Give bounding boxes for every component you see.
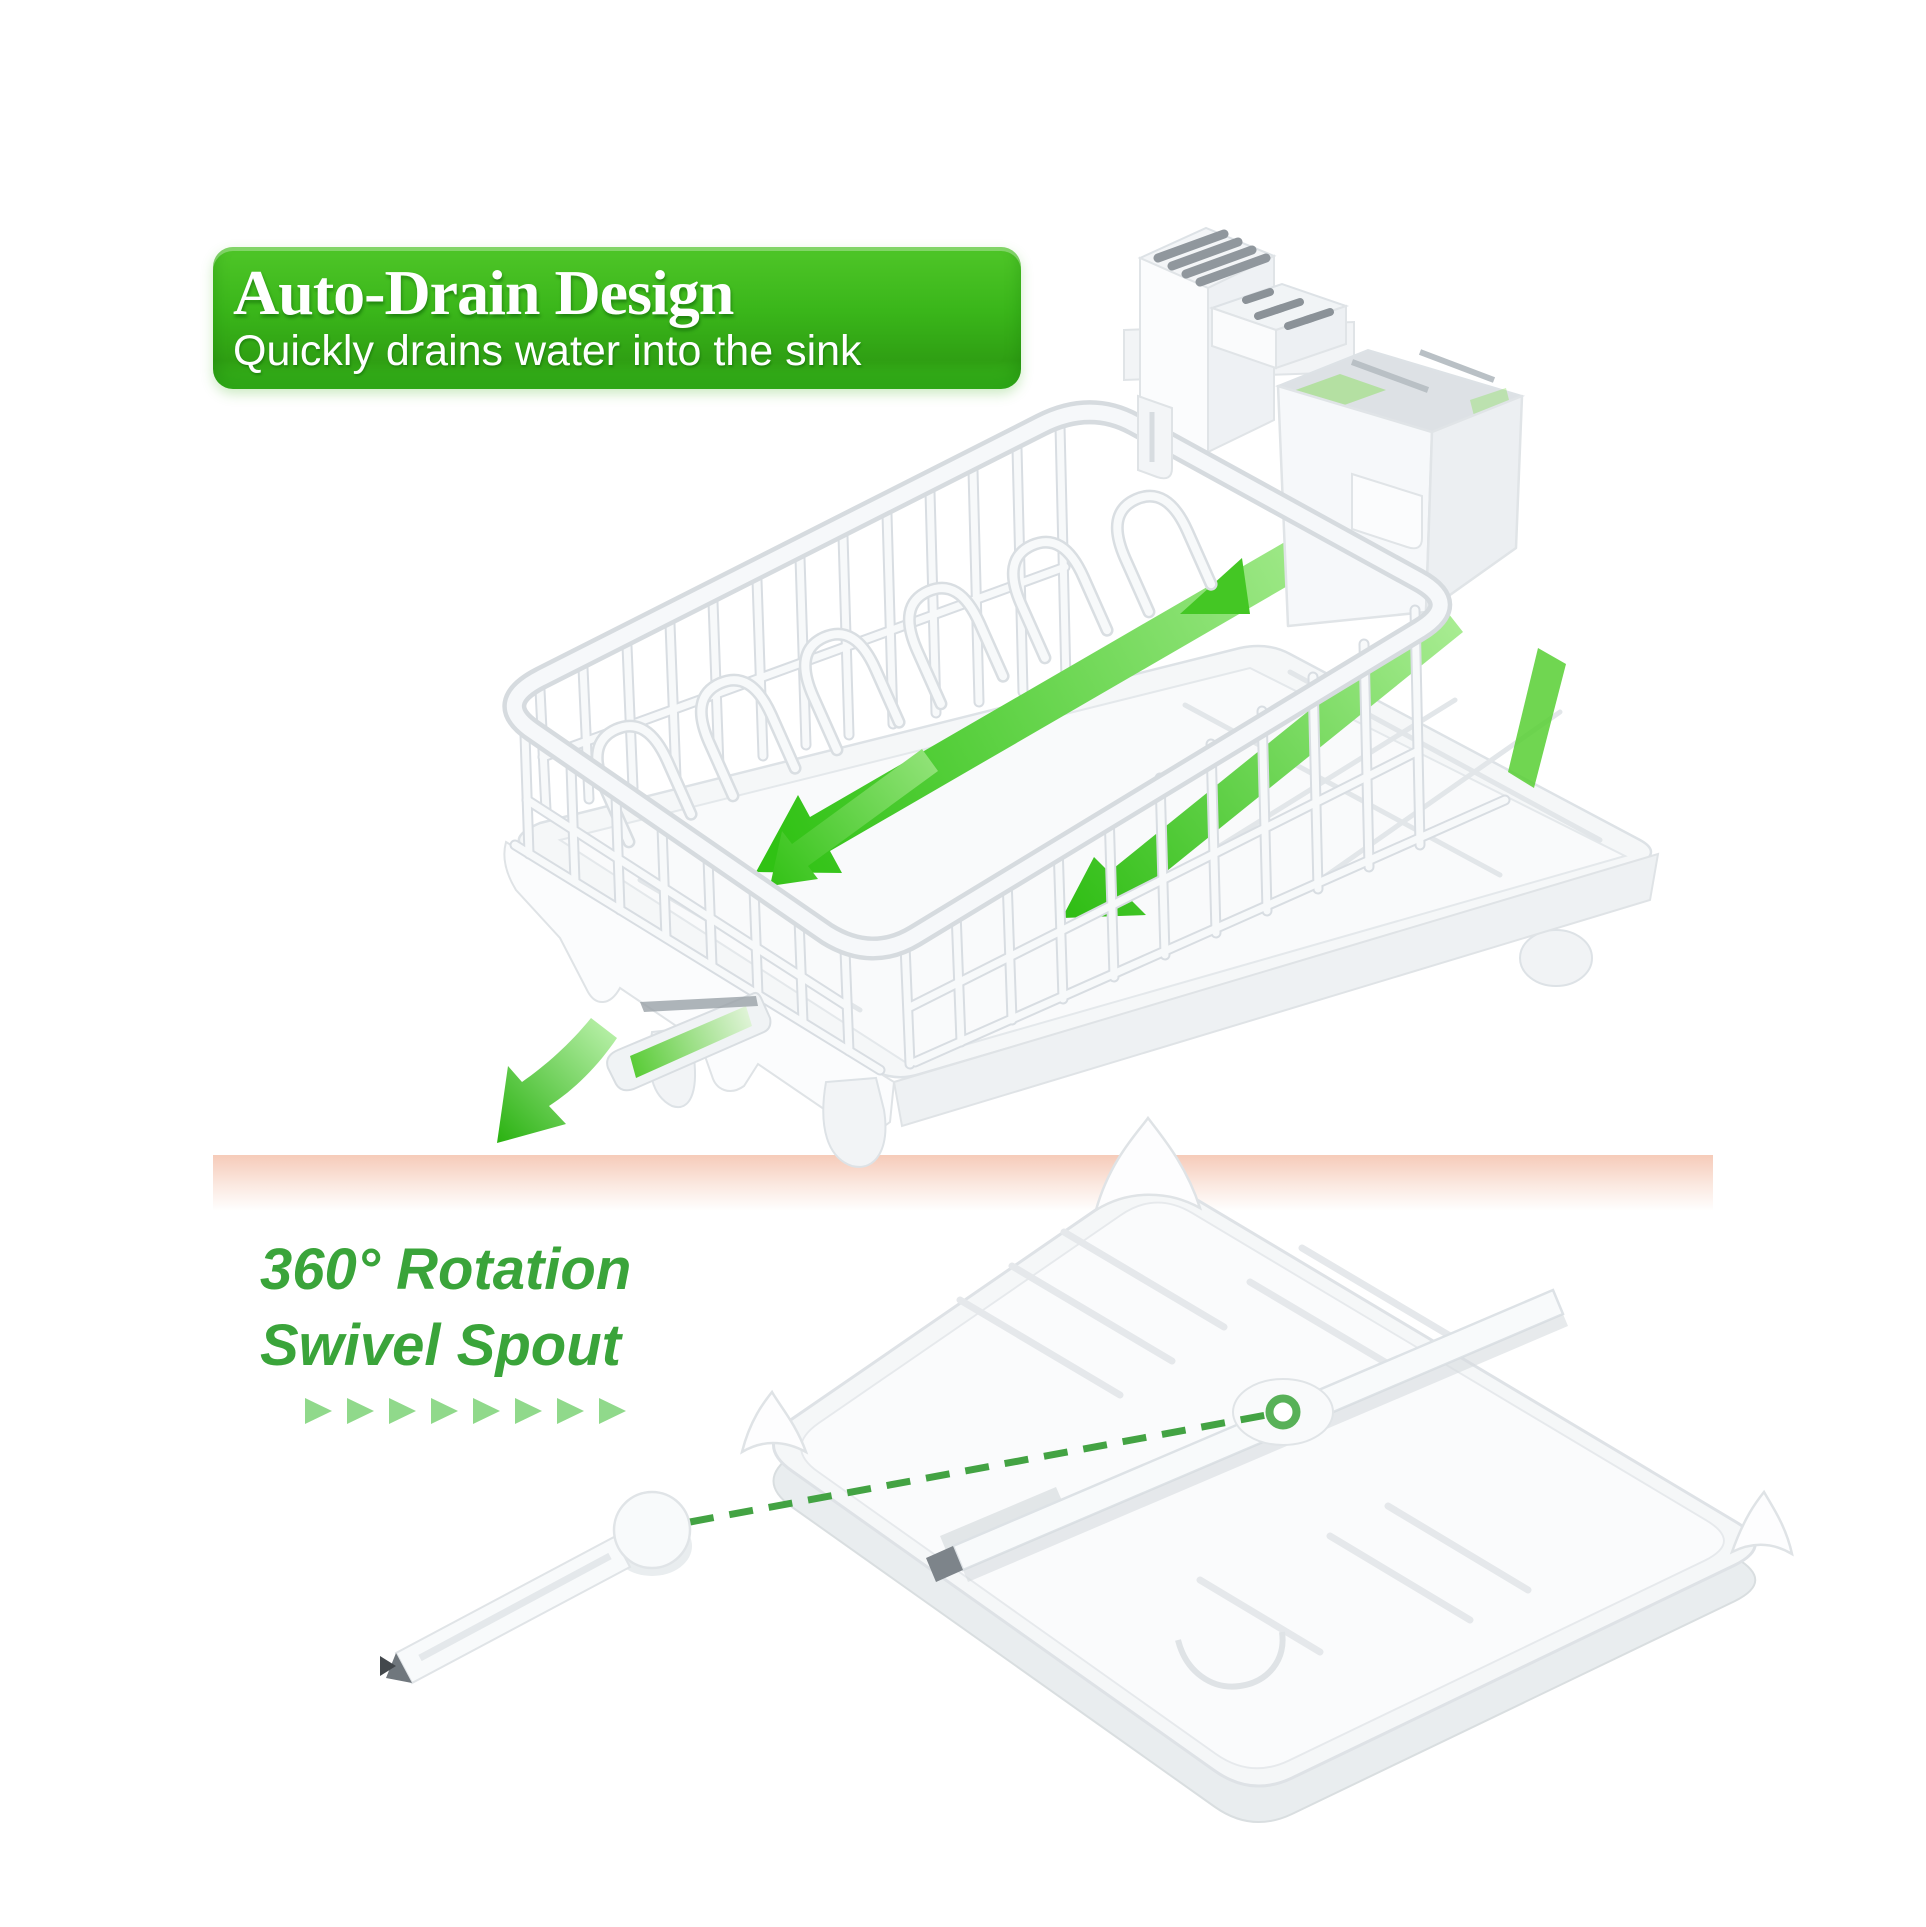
feature-banner: Auto-Drain Design Quickly drains water i… — [213, 247, 1021, 389]
tray-cup-notch — [1175, 1631, 1286, 1690]
section-divider-band — [213, 1155, 1713, 1211]
triangle-right-icon — [347, 1398, 374, 1424]
dish-rack-render — [497, 226, 1660, 1168]
triangle-right-icon — [515, 1398, 542, 1424]
triangle-right-icon — [557, 1398, 584, 1424]
cutlery-caddy — [1123, 226, 1526, 628]
triangle-right-icon — [389, 1398, 416, 1424]
rack-foot — [822, 1076, 887, 1168]
detached-swivel-spout — [380, 1490, 692, 1685]
heading-line-2: Swivel Spout — [260, 1313, 621, 1378]
triangle-right-icon — [599, 1398, 626, 1424]
curved-arrow-down-left-icon — [497, 1018, 617, 1143]
triangle-right-icon — [473, 1398, 500, 1424]
heading-line-1: 360° Rotation — [260, 1237, 632, 1302]
triangle-right-icon — [431, 1398, 458, 1424]
rotation-triangle-row — [305, 1398, 626, 1424]
triangle-right-icon — [305, 1398, 332, 1424]
pivot-ring-icon — [1265, 1394, 1301, 1430]
green-dashed-line-icon — [689, 1410, 1273, 1526]
drainboard-tray-render — [380, 1115, 1794, 1824]
rotation-heading: 360° Rotation Swivel Spout — [260, 1232, 631, 1384]
caddy-hooks — [1137, 394, 1423, 550]
banner-subtitle: Quickly drains water into the sink — [233, 327, 862, 375]
banner-title: Auto-Drain Design — [233, 257, 734, 328]
knife-block — [1137, 226, 1277, 454]
cutlery-bin — [1274, 348, 1526, 628]
swivel-spout-arm — [926, 1288, 1568, 1582]
tray-corner-lips — [740, 1115, 1794, 1557]
auto-drain-spout — [606, 991, 772, 1092]
utensil-slot-block — [1208, 282, 1350, 370]
